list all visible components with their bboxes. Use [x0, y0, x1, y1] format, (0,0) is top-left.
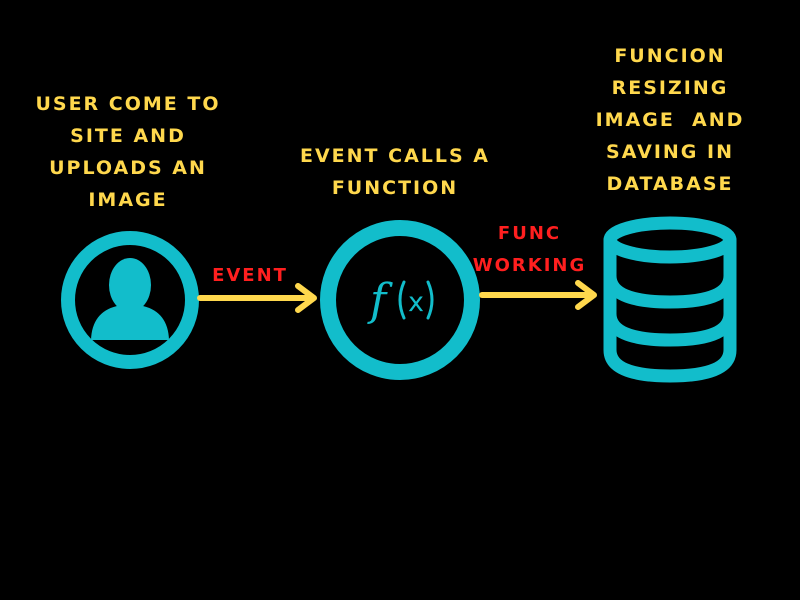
- fx-symbol-f: f: [367, 275, 393, 326]
- arrow-function-to-database: [479, 280, 597, 310]
- function-label-line: FUNCTION: [331, 177, 459, 199]
- user-node[interactable]: [61, 231, 199, 369]
- function-node-ring: [320, 220, 480, 380]
- function-node-label: EVENT CALLS A FUNCTION: [290, 140, 500, 204]
- edge-label-func-working: FUNC WORKING: [472, 218, 587, 282]
- user-node-ring: [61, 231, 199, 369]
- edge-label-line: EVENT: [212, 265, 288, 286]
- database-node-label: FUNCION RESIZING IMAGE AND SAVING IN DAT…: [585, 40, 755, 200]
- edge-label-line: FUNC: [497, 223, 562, 244]
- user-label-line: SITE AND: [70, 125, 186, 147]
- user-label-line: IMAGE: [88, 189, 168, 211]
- database-label-line: DATABASE: [606, 173, 734, 195]
- edge-label-event: EVENT: [205, 260, 295, 292]
- database-label-line: RESIZING: [611, 77, 729, 99]
- database-node[interactable]: [603, 216, 737, 383]
- fx-symbol-x: x: [408, 287, 424, 318]
- database-label-line: SAVING IN: [606, 141, 734, 163]
- database-label-line: FUNCION: [614, 45, 726, 67]
- arrow-user-to-function: [197, 283, 317, 313]
- user-label-line: UPLOADS AN: [49, 157, 207, 179]
- function-fx-icon: f x: [367, 275, 434, 326]
- database-icon: [603, 216, 737, 383]
- edge-label-line: WORKING: [472, 255, 587, 276]
- function-label-line: EVENT CALLS A: [299, 145, 490, 167]
- function-node[interactable]: f x: [320, 220, 480, 380]
- user-label-line: USER COME TO: [35, 93, 221, 115]
- user-icon: [91, 258, 169, 340]
- user-node-label: USER COME TO SITE AND UPLOADS AN IMAGE: [18, 88, 238, 216]
- database-label-line: IMAGE AND: [595, 109, 745, 131]
